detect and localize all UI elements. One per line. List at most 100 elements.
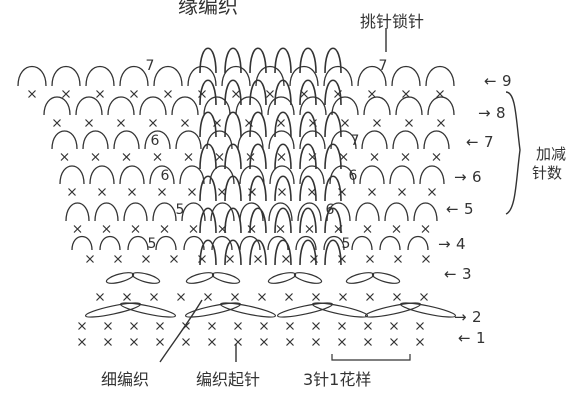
sc-stitch-mark — [104, 322, 112, 330]
chain-arch — [119, 66, 149, 87]
chain-petal — [299, 239, 317, 266]
chain-arch — [127, 235, 149, 251]
sc-stitch-mark — [170, 255, 178, 263]
sc-stitch-mark — [260, 338, 268, 346]
chain-petal — [274, 143, 292, 170]
sc-stitch-mark — [62, 90, 70, 98]
sc-stitch-mark — [308, 188, 316, 196]
chain-petal — [274, 79, 292, 106]
chain-oval — [105, 272, 135, 284]
top-label: 挑针锁针 — [360, 12, 425, 31]
sc-stitch-mark — [231, 293, 239, 301]
chain-petal — [199, 207, 217, 234]
chain-petal — [199, 175, 217, 202]
label-fine-stitch: 细编织 — [101, 370, 150, 389]
chain-arch — [210, 202, 235, 222]
chain-petal — [199, 239, 217, 266]
chain-arch — [389, 165, 415, 185]
chain-arch — [179, 165, 205, 185]
sc-stitch-mark — [98, 188, 106, 196]
chain-petal — [299, 79, 317, 106]
sc-stitch-mark — [149, 119, 157, 127]
row-number: 8 — [496, 104, 506, 122]
chain-arch — [51, 66, 81, 87]
chain-oval — [293, 272, 323, 284]
sc-stitch-mark — [405, 119, 413, 127]
row-direction-arrow: → — [438, 235, 451, 253]
sc-stitch-mark — [282, 255, 290, 263]
sc-stitch-mark — [156, 338, 164, 346]
chain-petal — [249, 207, 267, 234]
row-brace — [505, 91, 521, 215]
sc-stitch-mark — [131, 225, 140, 233]
chain-petal — [249, 239, 267, 266]
chain-arch — [359, 165, 385, 185]
chain-oval — [311, 302, 369, 318]
chain-arch — [379, 235, 401, 251]
sc-stitch-mark — [276, 225, 285, 233]
chain-arch — [43, 96, 71, 116]
chain-oval — [371, 272, 401, 284]
label-start-chain: 编织起针 — [196, 370, 261, 389]
chain-arch — [187, 66, 217, 87]
sc-stitch-mark — [402, 90, 410, 98]
sc-stitch-mark — [232, 90, 240, 98]
row-number: 4 — [456, 235, 466, 253]
chain-arch — [17, 66, 47, 87]
sc-stitch-mark — [130, 90, 138, 98]
chain-arch — [427, 96, 455, 116]
chain-arch — [239, 235, 261, 251]
chain-arch — [323, 66, 353, 87]
sc-stitch-mark — [198, 90, 206, 98]
row-direction-arrow: ← — [458, 329, 471, 347]
pointer-fine — [159, 299, 203, 363]
chain-arch — [139, 96, 167, 116]
sc-stitch-mark — [364, 322, 372, 330]
chain-arch — [357, 66, 387, 87]
chain-arch — [75, 96, 103, 116]
sc-stitch-mark — [416, 322, 424, 330]
row-direction-arrow: ← — [446, 200, 459, 218]
sc-stitch-mark — [184, 153, 193, 161]
sc-stitch-mark — [102, 225, 111, 233]
chain-arch — [221, 66, 251, 87]
chain-petal — [224, 79, 242, 106]
sc-stitch-mark — [421, 225, 430, 233]
sc-stitch-mark — [398, 188, 406, 196]
chain-arch — [59, 165, 85, 185]
sc-stitch-mark — [78, 322, 86, 330]
row-number: 2 — [472, 308, 482, 326]
row-number: 1 — [476, 329, 486, 347]
chain-arch — [239, 202, 264, 222]
chain-arch — [206, 130, 233, 150]
chain-arch — [235, 96, 263, 116]
chain-petal — [274, 175, 292, 202]
sc-stitch-mark — [28, 90, 36, 98]
row-direction-arrow: ← — [444, 265, 457, 283]
chain-petal — [324, 79, 342, 106]
label-repeat: 3针1花样 — [303, 370, 372, 389]
sc-stitch-mark — [390, 338, 398, 346]
sc-stitch-mark — [247, 225, 256, 233]
chain-arch — [351, 235, 373, 251]
sc-stitch-mark — [188, 188, 196, 196]
chain-petal — [324, 143, 342, 170]
chain-petal — [274, 207, 292, 234]
sc-stitch-mark — [142, 255, 150, 263]
chain-arch — [239, 165, 265, 185]
chain-arch — [268, 130, 295, 150]
chain-arch — [268, 202, 293, 222]
chain-petal — [199, 47, 217, 74]
chain-petal — [249, 143, 267, 170]
sc-stitch-mark — [285, 293, 293, 301]
row-number: 9 — [502, 72, 512, 90]
sc-stitch-mark — [68, 188, 76, 196]
side-label-line2: 针数 — [532, 164, 563, 182]
sc-stitch-mark — [260, 322, 268, 330]
sc-stitch-mark — [436, 90, 444, 98]
chain-arch — [113, 130, 140, 150]
chain-petal — [224, 143, 242, 170]
chain-arch — [267, 96, 295, 116]
sc-stitch-mark — [218, 188, 226, 196]
